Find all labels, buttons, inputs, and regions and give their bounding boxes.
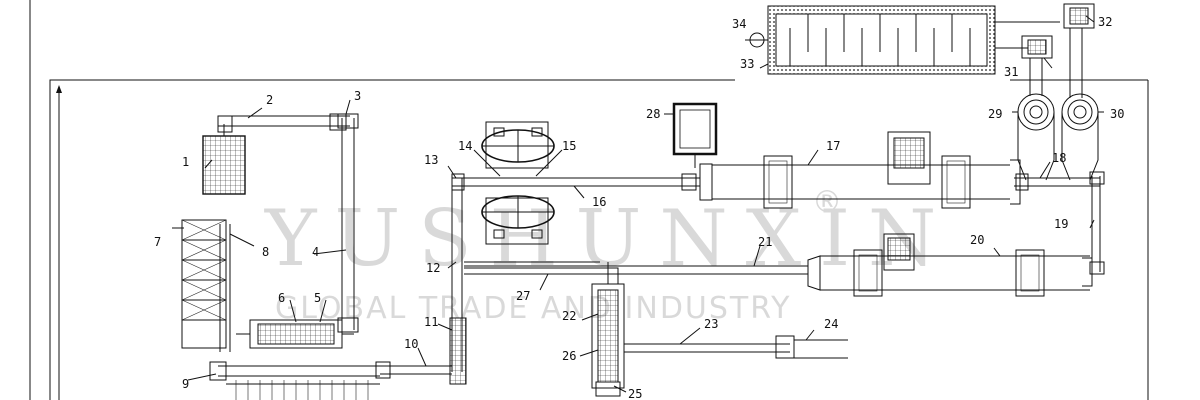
- callout-19: 19: [1054, 217, 1068, 231]
- equipment-20-cooler-drum: [807, 233, 1093, 297]
- callout-15: 15: [562, 139, 576, 153]
- callout-6: 6: [278, 291, 285, 305]
- callout-9: 9: [182, 377, 189, 391]
- equipment-5-6-mixer: [236, 319, 354, 349]
- callout-30: 30: [1110, 107, 1124, 121]
- equipment-18-conveyor: [1014, 173, 1100, 191]
- equipment-33-tank: [749, 5, 1060, 75]
- equipment-2-conveyor: [217, 113, 350, 133]
- callout-7: 7: [154, 235, 161, 249]
- equipment-21-conveyor: [464, 265, 808, 275]
- equipment-17-rotary-drum: [699, 131, 1021, 209]
- equipment-11-screen: [449, 317, 467, 385]
- callout-labels: 34 33 32 31 29 30 28 17 18 19 20 21 16 1…: [154, 15, 1124, 400]
- equipment-7-8-bins: [181, 219, 231, 352]
- callout-10: 10: [404, 337, 418, 351]
- equipment-16-conveyor: [451, 173, 700, 191]
- equipment-29-30-cyclones: [1017, 93, 1099, 181]
- callout-29: 29: [988, 107, 1002, 121]
- frame: [29, 0, 1149, 400]
- callout-4: 4: [312, 245, 319, 259]
- callout-14: 14: [458, 139, 472, 153]
- equipment-1-hopper: [202, 124, 246, 195]
- callout-11: 11: [424, 315, 438, 329]
- watermark-registered-mark: ®: [812, 185, 844, 220]
- callout-1: 1: [182, 155, 189, 169]
- callout-20: 20: [970, 233, 984, 247]
- equipment-10-conveyor: [375, 361, 452, 379]
- callout-3: 3: [354, 89, 361, 103]
- watermark: YUSHUNXIN ® GLOBAL TRADE AND INDUSTRY: [264, 185, 954, 326]
- callout-25: 25: [628, 387, 642, 400]
- equipment-22-26-tower: [591, 262, 625, 397]
- callout-16: 16: [592, 195, 606, 209]
- callout-21: 21: [758, 235, 772, 249]
- equipment-3-4-elevator: [337, 113, 359, 333]
- callout-17: 17: [826, 139, 840, 153]
- watermark-tagline: GLOBAL TRADE AND INDUSTRY: [275, 291, 792, 326]
- equipment-31-32-fans: [1021, 3, 1095, 98]
- callout-31: 31: [1004, 65, 1018, 79]
- watermark-brand: YUSHUNXIN: [264, 194, 954, 284]
- callout-26: 26: [562, 349, 576, 363]
- leader-lines: [172, 15, 1104, 393]
- equipment-14-15-granulators: [481, 121, 555, 245]
- equipment-27-conveyor: [464, 261, 600, 269]
- callout-2: 2: [266, 93, 273, 107]
- equipment-24-outlet: [794, 339, 848, 359]
- callout-5: 5: [314, 291, 321, 305]
- callout-28: 28: [646, 107, 660, 121]
- callout-32: 32: [1098, 15, 1112, 29]
- callout-12: 12: [426, 261, 440, 275]
- equipment-23-conveyor: [624, 335, 795, 359]
- callout-18: 18: [1052, 151, 1066, 165]
- callout-27: 27: [516, 289, 530, 303]
- callout-22: 22: [562, 309, 576, 323]
- callout-8: 8: [262, 245, 269, 259]
- equipment-9-conveyor: [209, 361, 380, 400]
- callout-34: 34: [732, 17, 746, 31]
- callout-13: 13: [424, 153, 438, 167]
- callout-24: 24: [824, 317, 838, 331]
- equipment-28-hopper: [672, 102, 718, 168]
- callout-23: 23: [704, 317, 718, 331]
- callout-33: 33: [740, 57, 754, 71]
